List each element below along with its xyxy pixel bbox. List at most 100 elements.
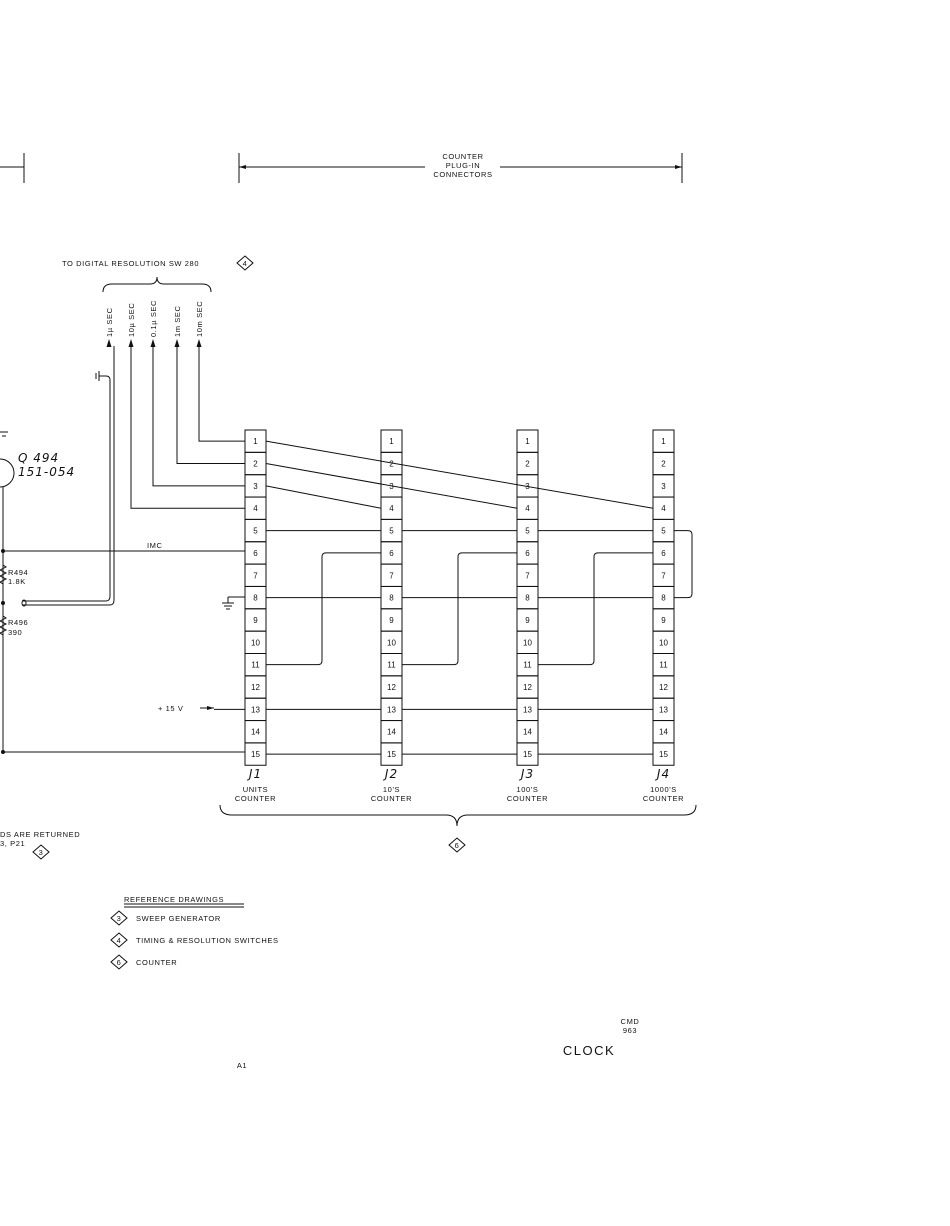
connector-label: UNITS	[243, 785, 269, 794]
resolution-wire	[152, 347, 245, 487]
arrow-icon	[150, 339, 156, 347]
connector-id: J4	[655, 767, 670, 781]
pin-number: 10	[523, 638, 532, 647]
connector-label: 10'S	[383, 785, 400, 794]
svg-text:TIMING & RESOLUTION SWITCHES: TIMING & RESOLUTION SWITCHES	[136, 936, 279, 945]
connector-label: COUNTER	[643, 794, 684, 803]
pin-number: 1	[661, 437, 666, 446]
pin-number: 13	[659, 705, 668, 714]
pin-number: 15	[523, 750, 532, 759]
pin-number: 12	[523, 683, 532, 692]
pin-number: 14	[387, 728, 396, 737]
transistor-symbol	[0, 458, 15, 488]
pin-number: 13	[387, 705, 396, 714]
pin-number: 14	[659, 728, 668, 737]
pin-number: 15	[251, 750, 260, 759]
resolution-wire	[198, 347, 245, 442]
svg-text:3, P21: 3, P21	[0, 839, 25, 848]
pin-number: 8	[525, 594, 530, 603]
pin-number: 11	[659, 661, 668, 670]
resistor-r494	[0, 564, 8, 585]
pin-number: 9	[389, 616, 394, 625]
resolution-line-label: 0.1µ SEC	[149, 300, 158, 337]
arrow-icon	[128, 339, 134, 347]
pin-number: 2	[389, 460, 394, 469]
pin-number: 6	[389, 549, 394, 558]
arrow-icon	[196, 339, 202, 347]
pin-number: 8	[661, 594, 666, 603]
connector-label: 100'S	[517, 785, 539, 794]
pin-number: 11	[251, 661, 260, 670]
resolution-line-label: 1m SEC	[173, 305, 182, 337]
carry-wire	[538, 552, 653, 666]
pin-number: 3	[661, 482, 666, 491]
left-circuit: Q 494 151-054 IMC R494 1.8K R496 390 + 1…	[0, 346, 245, 754]
pin-number: 14	[523, 728, 532, 737]
footer: CMD 963 CLOCK A1	[237, 1017, 639, 1070]
drawing-title: CLOCK	[563, 1043, 615, 1058]
connector-label: COUNTER	[507, 794, 548, 803]
pin-number: 1	[253, 437, 258, 446]
pin-number: 14	[251, 728, 260, 737]
pin-number: 6	[525, 549, 530, 558]
pin-number: 6	[253, 549, 258, 558]
carry-wire	[402, 552, 517, 666]
pin-number: 11	[523, 661, 532, 670]
svg-text:DS ARE RETURNED: DS ARE RETURNED	[0, 830, 80, 839]
coax-outer	[22, 375, 111, 602]
pin-number: 1	[525, 437, 530, 446]
pin-number: 2	[661, 460, 666, 469]
pin-number: 13	[251, 705, 260, 714]
counter-bracket: COUNTER PLUG-IN CONNECTORS	[0, 152, 683, 183]
pin-number: 7	[253, 571, 258, 580]
connector-id: J1	[247, 767, 262, 781]
shift-wire	[265, 485, 382, 509]
pin-number: 4	[253, 504, 258, 513]
pin-number: 5	[661, 527, 666, 536]
pin-number: 8	[389, 594, 394, 603]
pin-number: 3	[253, 482, 258, 491]
svg-text:3: 3	[39, 848, 44, 857]
plus15-label: + 15 V	[158, 704, 184, 713]
pin-number: 12	[659, 683, 668, 692]
arrow-icon	[174, 339, 180, 347]
pin-number: 9	[253, 616, 258, 625]
resolution-line-label: 10µ SEC	[127, 303, 136, 337]
imc-label: IMC	[147, 541, 163, 550]
bracket-line-2: PLUG-IN	[446, 161, 481, 170]
pin-number: 10	[659, 638, 668, 647]
pin-number: 15	[387, 750, 396, 759]
r494-name: R494	[8, 568, 28, 577]
pin-number: 10	[251, 638, 260, 647]
pin-number: 7	[389, 571, 394, 580]
resolution-line-label: 10m SEC	[195, 301, 204, 337]
ref-diamond-6: 6	[448, 837, 466, 853]
ref-diamond-4: 4	[236, 255, 254, 271]
pin-number: 4	[661, 504, 666, 513]
shift-wire	[265, 463, 518, 509]
pin-number: 5	[389, 527, 394, 536]
resolution-wire	[130, 347, 245, 509]
pin-number: 9	[661, 616, 666, 625]
pin-number: 11	[387, 661, 396, 670]
svg-text:COUNTER: COUNTER	[136, 958, 177, 967]
connector-wiring	[214, 440, 693, 755]
connector-label: 1000'S	[650, 785, 677, 794]
r496-name: R496	[8, 618, 28, 627]
svg-text:4: 4	[243, 259, 248, 268]
svg-text:3: 3	[117, 914, 122, 923]
transistor-part: 151-054	[18, 465, 75, 479]
resolution-wire	[176, 347, 245, 465]
pin-number: 7	[661, 571, 666, 580]
transistor-name: Q 494	[18, 451, 59, 465]
resistor-r496	[0, 615, 8, 636]
pin-number: 12	[387, 683, 396, 692]
svg-text:6: 6	[455, 841, 460, 850]
pin-number: 7	[525, 571, 530, 580]
